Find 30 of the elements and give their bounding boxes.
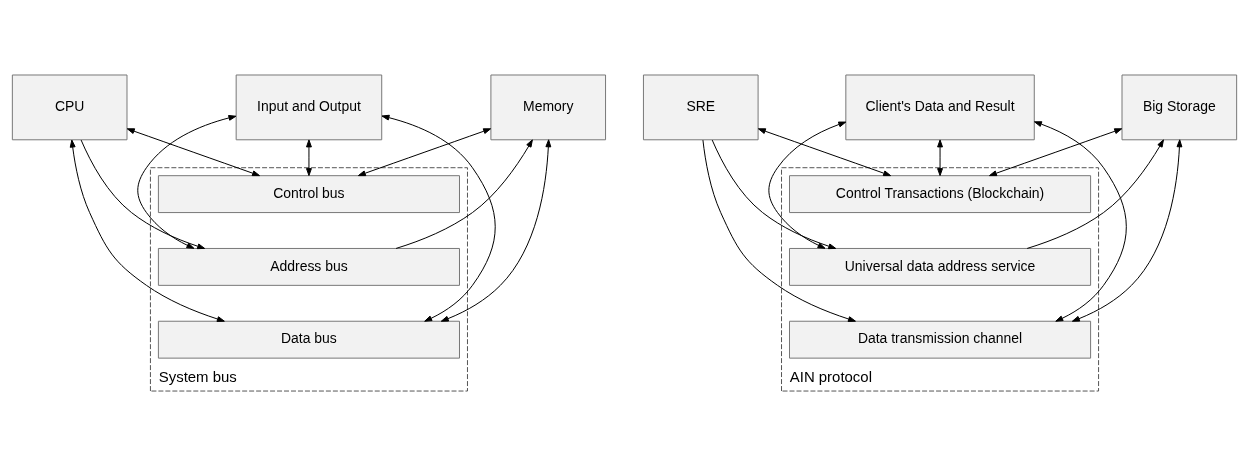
arrow	[80, 139, 206, 250]
arrow	[357, 128, 492, 177]
node-box: Control Transactions (Blockchain)	[789, 175, 1092, 214]
node-box: Client's Data and Result	[845, 74, 1035, 141]
arrow	[440, 139, 552, 322]
node-box: SRE	[642, 74, 759, 141]
node-box: CPU	[11, 74, 128, 141]
node-box: Data transmission channel	[789, 320, 1092, 359]
arrow	[306, 139, 312, 177]
arrow	[137, 115, 237, 249]
arrow	[1033, 121, 1127, 322]
node-box: Memory	[490, 74, 607, 141]
arrow	[768, 121, 847, 249]
node-box: Universal data address service	[789, 247, 1092, 286]
arrow	[1071, 139, 1183, 322]
arrow	[126, 128, 260, 177]
arrow	[381, 114, 496, 322]
arrow	[395, 139, 533, 249]
arrow	[937, 139, 943, 177]
node-box: Control bus	[157, 175, 460, 214]
node-box: Data bus	[157, 320, 460, 359]
arrow	[69, 139, 225, 322]
node-box: Input and Output	[235, 74, 383, 141]
node-box: Address bus	[157, 247, 460, 286]
arrow	[711, 139, 837, 250]
arrow	[702, 139, 856, 322]
node-box: Big Storage	[1121, 74, 1238, 141]
arrow	[757, 128, 892, 177]
arrow	[1026, 139, 1164, 249]
arrow	[989, 128, 1123, 177]
